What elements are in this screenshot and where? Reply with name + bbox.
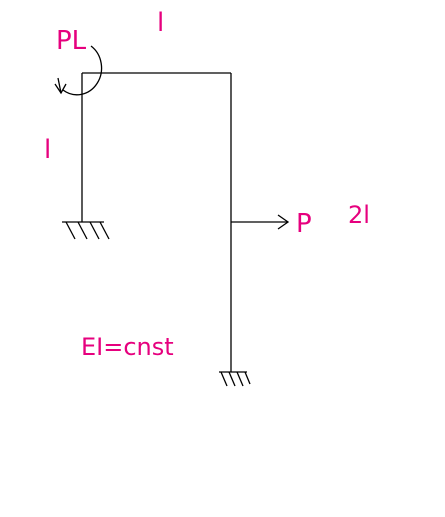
top-length-label: l <box>157 8 164 38</box>
moment-arrow-icon <box>54 45 103 96</box>
right-fixed-support-icon <box>219 371 251 387</box>
right-length-label: 2l <box>348 201 370 229</box>
frame-members <box>81 72 232 372</box>
left-length-label: l <box>44 135 51 165</box>
moment-label: PL <box>56 26 87 56</box>
force-arrow-icon <box>231 214 290 230</box>
left-fixed-support-icon <box>62 221 110 240</box>
force-label: P <box>296 209 312 239</box>
stiffness-label: EI=cnst <box>81 333 174 361</box>
